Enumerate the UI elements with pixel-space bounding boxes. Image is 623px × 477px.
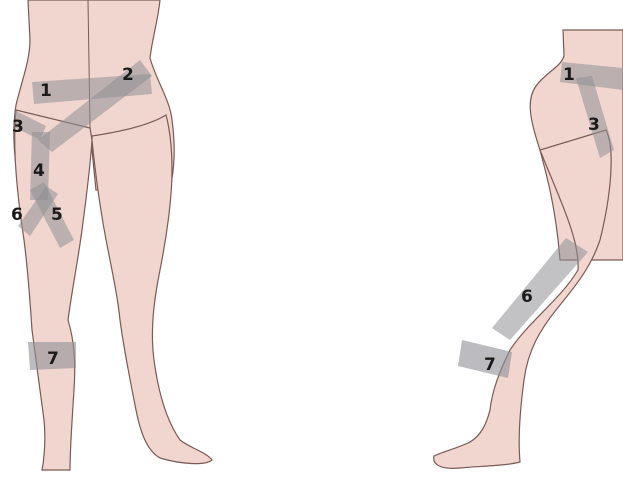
front-view: 1 2 3 4 5 6 7 (11, 0, 212, 470)
side-label-3: 3 (588, 115, 600, 135)
front-label-7: 7 (47, 349, 59, 369)
front-label-4: 4 (33, 161, 45, 181)
side-view: 1 3 6 7 (434, 30, 623, 468)
front-right-leg (92, 115, 212, 464)
front-label-1: 1 (40, 81, 52, 101)
front-label-6: 6 (11, 205, 23, 225)
side-label-6: 6 (521, 287, 533, 307)
side-label-7: 7 (484, 355, 496, 375)
front-left-leg (15, 110, 92, 470)
front-label-3: 3 (12, 117, 24, 137)
front-label-5: 5 (51, 205, 63, 225)
side-label-1: 1 (563, 65, 575, 85)
front-label-2: 2 (122, 65, 134, 85)
